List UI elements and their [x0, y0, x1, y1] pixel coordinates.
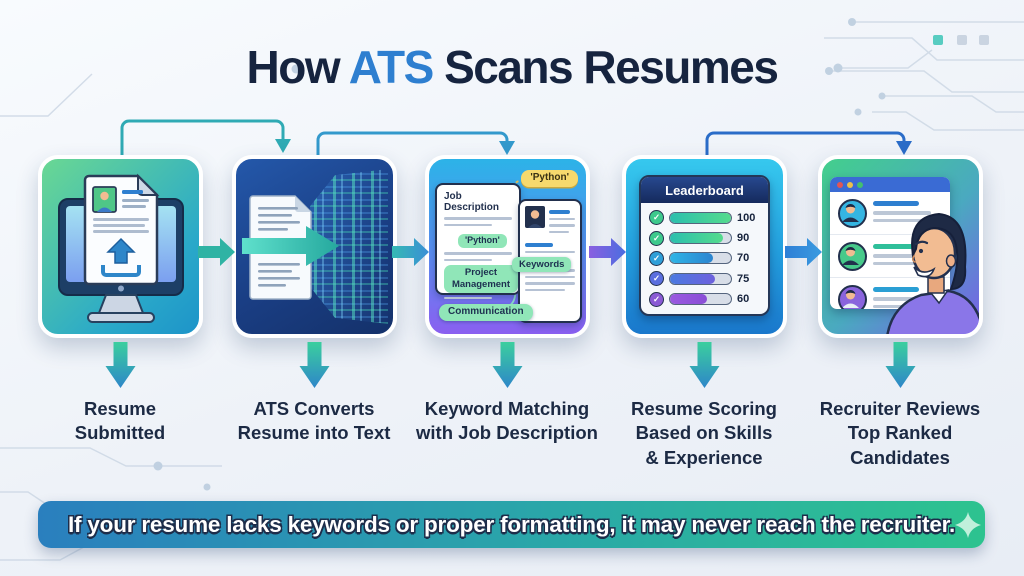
score-value: 70	[737, 252, 750, 265]
step-card-keyword-matching: 'Python' Job Description 'Python' Projec…	[425, 155, 590, 338]
flow-connectors-top	[120, 119, 912, 156]
maximize-dot-icon	[857, 181, 863, 188]
step-card-resume-scoring: Leaderboard ✓ 100 ✓ 90 ✓ 70 ✓ 75	[622, 155, 787, 338]
step-card-resume-submitted	[38, 155, 203, 338]
upload-arrow-icon	[106, 237, 136, 264]
step-label-5: Recruiter Reviews Top Ranked Candidates	[819, 398, 981, 468]
score-bar	[669, 272, 732, 285]
candidate-row	[830, 235, 950, 278]
step-label-1: Resume Submitted	[74, 398, 166, 444]
close-dot-icon	[837, 181, 843, 188]
arrow-head-icon	[896, 141, 912, 155]
arrow-head-icon	[275, 139, 291, 153]
flow-arrow-right-2	[392, 238, 429, 266]
communication-chip: Communication	[439, 303, 533, 321]
score-bar	[669, 252, 732, 265]
score-bar	[669, 293, 732, 306]
flow-arrow-right-1	[198, 238, 235, 266]
check-icon: ✓	[649, 271, 664, 287]
arrow-head-icon	[499, 141, 515, 155]
project-management-chip: Project Management	[444, 265, 518, 293]
leaderboard-title: Leaderboard	[641, 177, 768, 203]
flow-arrow-right-4	[785, 238, 822, 266]
step-label-2: ATS Converts Resume into Text	[237, 398, 391, 444]
minimize-dot-icon	[847, 181, 853, 188]
convert-arrow-icon	[242, 226, 339, 266]
step-label-4: Resume Scoring Based on Skills & Experie…	[631, 398, 777, 468]
candidate-row	[830, 278, 950, 309]
check-icon: ✓	[649, 230, 664, 246]
title-pre: How	[246, 41, 349, 93]
leaderboard-row-5: ✓ 60	[641, 291, 768, 307]
monitor-upload-icon	[58, 173, 184, 323]
candidate-avatar	[838, 285, 867, 309]
check-icon: ✓	[649, 250, 664, 266]
check-icon: ✓	[649, 291, 664, 307]
flow-arrow-right-3	[589, 238, 626, 266]
candidate-avatar	[838, 199, 867, 228]
step-card-ats-converts	[232, 155, 397, 338]
document-to-text-icon	[242, 195, 339, 300]
browser-titlebar	[830, 177, 950, 192]
step-down-arrows	[105, 342, 916, 388]
candidate-row	[830, 192, 950, 235]
step-card-recruiter-reviews	[818, 155, 983, 338]
resume-panel: Keywords	[512, 199, 582, 323]
leaderboard-row-2: ✓ 90	[641, 230, 768, 246]
job-description-panel: Job Description 'Python' Project Managem…	[435, 183, 521, 300]
score-value: 100	[737, 211, 756, 224]
score-bar	[669, 211, 732, 224]
warning-banner: If your resume lacks keywords or proper …	[38, 501, 985, 548]
title-post: Scans Resumes	[432, 41, 779, 93]
candidate-avatar	[838, 242, 867, 271]
keywords-chip: Keywords	[512, 257, 572, 272]
score-value: 90	[737, 232, 750, 245]
leaderboard-row-4: ✓ 75	[641, 271, 768, 287]
leaderboard-panel: Leaderboard ✓ 100 ✓ 90 ✓ 70 ✓ 75	[639, 175, 770, 316]
score-value: 75	[737, 272, 750, 285]
python-keyword-chip: 'Python'	[458, 233, 507, 248]
leaderboard-row-3: ✓ 70	[641, 250, 768, 266]
recruiter-illustration	[886, 212, 979, 334]
score-value: 60	[737, 293, 750, 306]
job-description-title: Job Description	[444, 191, 500, 213]
sparkle-icon	[955, 512, 981, 538]
matched-keyword-tag: 'Python'	[521, 170, 578, 187]
title-highlight: ATS	[348, 41, 435, 93]
leaderboard-row-1: ✓ 100	[641, 210, 768, 226]
page-title: How ATS Scans Resumes	[0, 40, 1024, 94]
warning-banner-text: If your resume lacks keywords or proper …	[67, 511, 956, 537]
candidate-photo-icon	[525, 206, 545, 228]
step-label-3: Keyword Matching with Job Description	[416, 398, 598, 444]
check-icon: ✓	[649, 210, 664, 226]
score-bar	[669, 232, 732, 245]
